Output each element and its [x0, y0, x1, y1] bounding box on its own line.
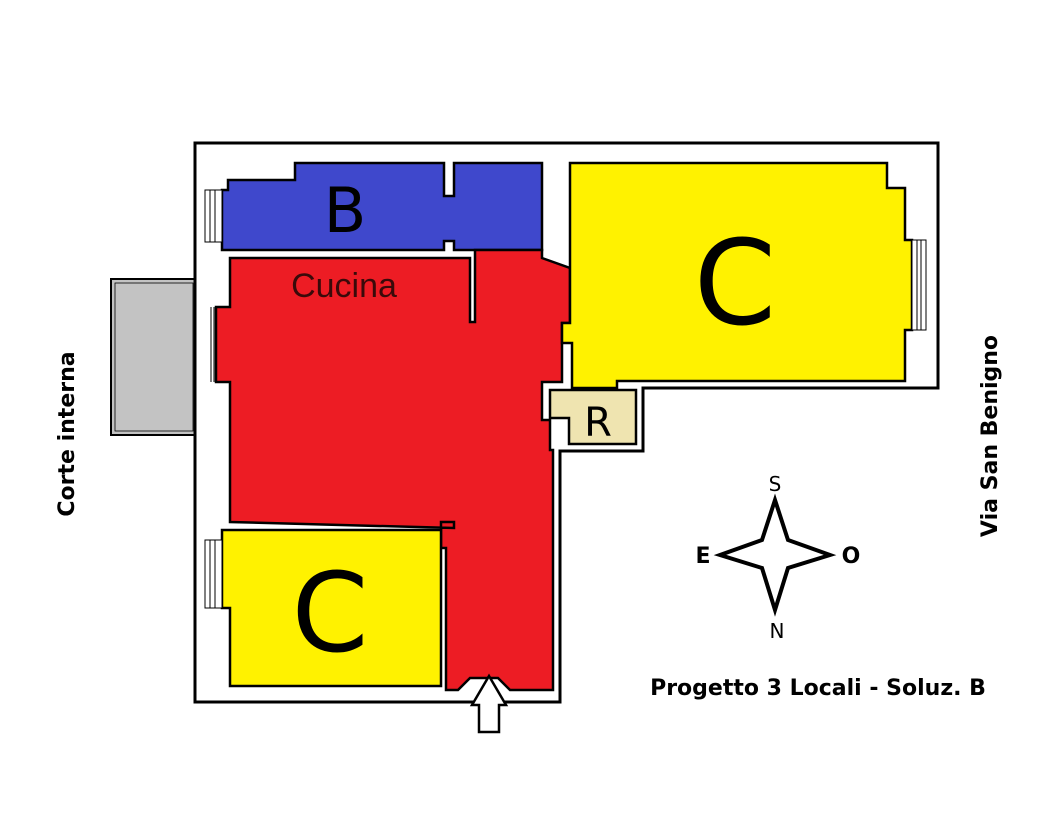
balcony: [110, 278, 198, 436]
side-label-left: Corte interna: [55, 351, 80, 516]
room-bedroom-large: [560, 161, 914, 390]
compass-star-icon: [713, 493, 837, 617]
compass-north: N: [770, 619, 785, 643]
entrance-arrow-icon: [469, 673, 509, 734]
bedroom-large-label: C: [694, 214, 776, 352]
compass-east: E: [695, 544, 710, 569]
kitchen-label: Cucina: [291, 267, 397, 305]
compass-west: O: [842, 544, 861, 569]
side-label-right: Via San Benigno: [978, 335, 1003, 537]
window-left-bottom: [204, 539, 223, 609]
room-kitchen: [214, 248, 572, 692]
window-right: [911, 239, 927, 331]
window-left-top: [204, 189, 223, 243]
bedroom-small-label: C: [292, 549, 369, 677]
room-storage: [548, 388, 638, 446]
window-left-kitchen: [210, 307, 215, 382]
storage-label: R: [584, 400, 612, 446]
bathroom-label: B: [324, 174, 367, 247]
compass-south: S: [769, 472, 782, 496]
plan-caption: Progetto 3 Locali - Soluz. B: [650, 676, 986, 701]
